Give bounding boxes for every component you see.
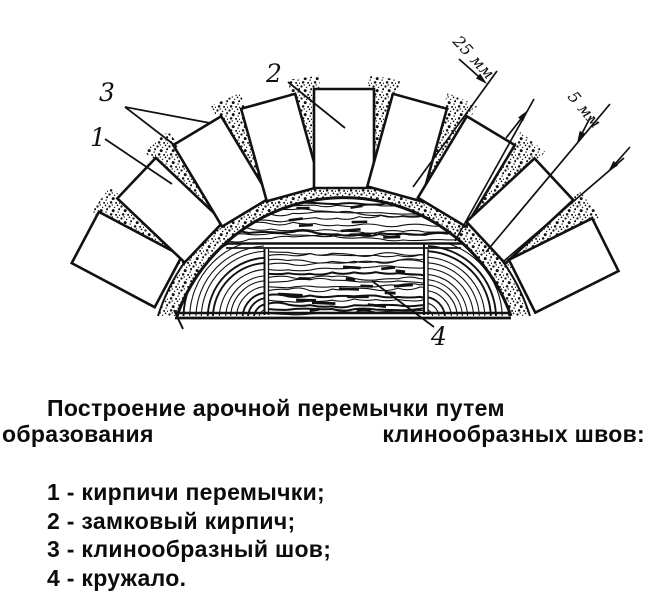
brick [365, 92, 449, 203]
ink-line [298, 223, 313, 227]
ink-line [371, 280, 435, 328]
label-1: 1 [90, 123, 106, 152]
ink-line [345, 277, 356, 282]
wood-grain-line [189, 243, 264, 316]
ink-line [287, 81, 346, 129]
wood-grain-line [268, 275, 424, 281]
dimension-25mm: 25 мм [448, 31, 498, 83]
ink-line [340, 228, 361, 233]
ink-line [505, 115, 524, 139]
ink-line [311, 301, 336, 305]
ink-line [173, 309, 184, 330]
wood-grain-line [226, 229, 462, 238]
brick [115, 155, 226, 265]
ink-line [612, 146, 631, 167]
mortar-band [158, 179, 530, 316]
wood-grain-line [268, 307, 424, 312]
caption-title-line2-right: клинообразных швов: [382, 421, 645, 447]
brick [239, 92, 323, 203]
ink-line [338, 287, 360, 291]
wood-grain-line [268, 253, 424, 258]
ink-line [381, 265, 396, 271]
ink-line [309, 307, 320, 313]
label-3: 3 [99, 78, 115, 107]
legend-item-3: 3 - клинообразный шов; [47, 536, 332, 562]
caption-title-line2-left: образования [2, 421, 154, 447]
ink-line [503, 157, 625, 262]
wood-grain-line [428, 302, 440, 316]
ink-line [458, 58, 482, 80]
arch-lintel-diagram: 1 2 3 4 25 мм 5 мм [69, 31, 631, 351]
label-2: 2 [265, 59, 282, 88]
ink-line [124, 106, 178, 148]
wood-grain-line [268, 301, 424, 309]
wood-grain-line [200, 250, 264, 316]
legend-list: 1 - кирпичи перемычки; 2 - замковый кирп… [0, 478, 650, 592]
legend-item-2: 2 - замковый кирпич; [47, 507, 296, 534]
ink-line [342, 265, 361, 270]
wood-grain-line [252, 302, 264, 316]
ink-line [124, 106, 211, 124]
brick [69, 210, 184, 309]
wood-grain-line [268, 277, 424, 284]
wood-grain-line [428, 250, 492, 316]
wood-grain-line [268, 283, 424, 289]
diagram-drawing [69, 58, 631, 330]
ink-line [485, 103, 611, 253]
wood-grain-line [211, 261, 264, 316]
brick [312, 87, 376, 190]
wood-grain-line [268, 251, 424, 258]
wood-grain-line [428, 273, 469, 316]
wood-grain-line [218, 268, 264, 316]
legend-item-1: 1 - кирпичи перемычки; [47, 479, 325, 505]
dimension-arrow [577, 130, 586, 143]
ink-line [412, 70, 498, 188]
wood-grain-line [268, 259, 424, 267]
wood-grain-line [230, 280, 264, 316]
ink-line [350, 204, 363, 209]
wood-grain-line [206, 256, 264, 316]
wood-grain-line [258, 308, 264, 316]
caption: Построение арочной перемычки путем образ… [0, 395, 650, 592]
ink-line [104, 138, 173, 185]
dimension-arrow [608, 160, 619, 172]
label-4: 4 [430, 322, 447, 351]
ink-line [454, 98, 535, 242]
ink-line [277, 292, 303, 297]
legend-item-4: 4 - кружало. [47, 564, 187, 591]
wood-grain-line [226, 234, 462, 243]
wood-grain-line [428, 308, 434, 316]
brick [507, 216, 621, 315]
dimension-5mm: 5 мм [564, 87, 605, 131]
ink-line [395, 269, 406, 274]
ink-line [356, 308, 371, 313]
caption-title-line1: Построение арочной перемычки путем [47, 395, 505, 421]
wood-grain-line [428, 243, 503, 316]
wood-grain-line [268, 258, 424, 264]
wood-grain-line [247, 297, 264, 316]
wood-grain-line [268, 298, 424, 303]
brick [171, 114, 272, 229]
wood-grain-line [268, 271, 424, 277]
wood-grain-line [428, 267, 475, 316]
wood-centering-edge [175, 196, 513, 317]
ink-line [288, 217, 303, 222]
ink-line [360, 284, 373, 288]
brick [416, 114, 517, 229]
dimension-arrow [475, 73, 487, 84]
ink-line [393, 283, 414, 288]
dimension-arrow [518, 110, 528, 122]
ink-line [367, 303, 387, 308]
wood-grain-line [428, 278, 464, 316]
wood-grain-line [428, 296, 446, 316]
wood-grain-line [428, 256, 486, 316]
wood-grain-line [226, 229, 462, 239]
wood-grain-line [225, 275, 264, 316]
wood-grain-line [428, 262, 480, 316]
